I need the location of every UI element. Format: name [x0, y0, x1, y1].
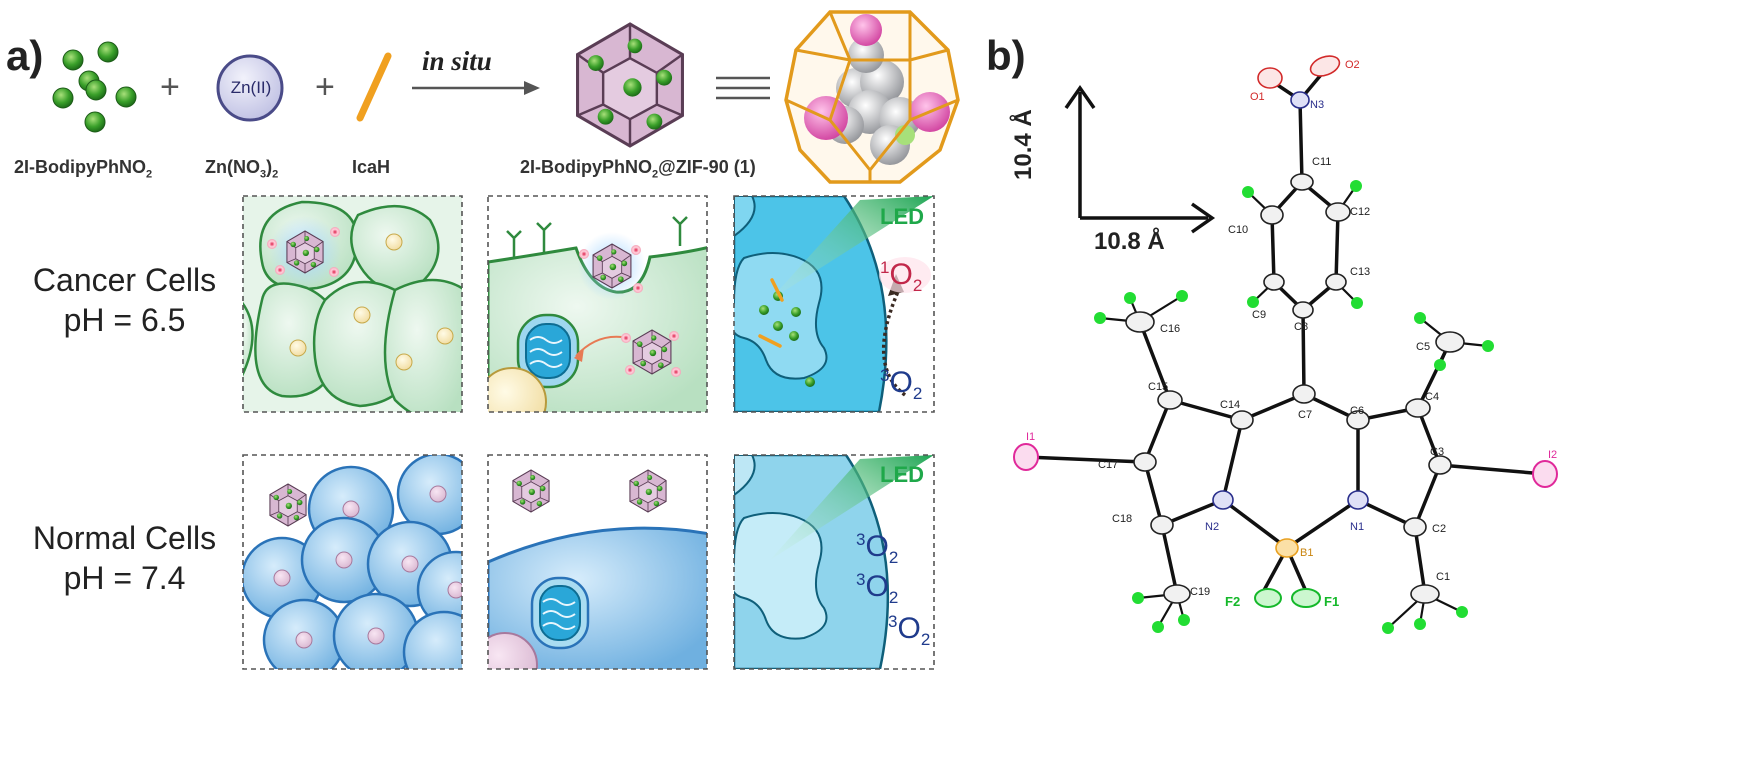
product-label: 2I-BodipyPhNO2@ZIF-90 (1): [520, 157, 756, 181]
atom-label-o2: O2: [1345, 59, 1360, 71]
atom-label-c9: C9: [1252, 309, 1266, 321]
cancer-panel-3: [733, 195, 935, 413]
panel-b-letter: b): [986, 32, 1026, 79]
atom-label-c4: C4: [1425, 391, 1439, 403]
linker-label: IcaH: [352, 157, 391, 177]
normal-panel-2: [487, 454, 708, 670]
triplet-oxygen-label-cancer: 3O2: [880, 366, 923, 403]
triplet-oxygen-label-1: 3O2: [856, 530, 899, 567]
zinc-ion-icon: [216, 54, 284, 122]
atom-label-n3: N3: [1310, 99, 1324, 111]
atom-label-c15: C15: [1148, 381, 1168, 393]
in-situ-label: in situ: [422, 46, 492, 76]
zinc-salt-label: Zn(NO3)2: [205, 157, 279, 181]
zinc-circle-label: Zn(II): [230, 78, 272, 97]
axis-horizontal-label: 10.8 Å: [1094, 228, 1165, 255]
cancer-panel-1: [242, 195, 463, 413]
atom-label-c6: C6: [1350, 405, 1364, 417]
molecule-atoms: [1013, 55, 1558, 608]
atom-label-c1: C1: [1436, 571, 1450, 583]
atom-label-c10: C10: [1228, 224, 1248, 236]
atom-label-c13: C13: [1350, 266, 1370, 278]
triplet-oxygen-label-3: 3O2: [888, 612, 931, 649]
panel-a-letter: a): [6, 32, 44, 79]
atom-label-n1: N1: [1350, 521, 1364, 533]
equivalence-icon: [716, 76, 770, 100]
atom-label-f2: F2: [1225, 594, 1240, 609]
dye-label: 2I-BodipyPhNO2: [14, 157, 153, 181]
triplet-oxygen-label-2: 3O2: [856, 570, 899, 607]
atom-label-c18: C18: [1112, 513, 1132, 525]
cancer-ph-value: pH = 6.5: [63, 302, 186, 338]
plus-sign-2: +: [315, 68, 335, 106]
normal-row-label: Normal Cells pH = 7.4: [12, 518, 237, 598]
equivalence-text: ≡: [733, 66, 734, 67]
atom-label-c7: C7: [1298, 409, 1312, 421]
atom-label-c17: C17: [1098, 459, 1118, 471]
atom-label-o1: O1: [1250, 91, 1265, 103]
normal-panel-3: [733, 454, 935, 670]
led-label-normal: LED: [880, 462, 924, 487]
atom-label-c12: C12: [1350, 206, 1370, 218]
singlet-oxygen-label: 1O2: [880, 258, 923, 295]
atom-label-b1: B1: [1300, 547, 1313, 559]
atom-label-c8: C8: [1294, 321, 1308, 333]
reaction-arrow: [412, 81, 540, 95]
mof-product-icon: [576, 22, 684, 148]
normal-ph-value: pH = 7.4: [63, 560, 186, 596]
normal-panel-1: [242, 454, 463, 670]
axis-vertical-label: 10.4 Å: [1010, 109, 1037, 180]
atom-label-i1: I1: [1026, 431, 1035, 443]
dimension-axes: [1064, 84, 1216, 234]
cancer-row-label: Cancer Cells pH = 6.5: [12, 260, 237, 340]
atom-label-c19: C19: [1190, 586, 1210, 598]
dye-molecules-icon: [52, 41, 137, 133]
molecule-bonds: [1024, 68, 1547, 598]
atom-label-n2: N2: [1205, 521, 1219, 533]
normal-cells-title: Normal Cells: [32, 520, 217, 556]
cancer-cells-title: Cancer Cells: [32, 262, 217, 298]
linker-stick-icon: [356, 52, 392, 122]
atom-labels: O1 O2 N3 C11 C10 C12 C13 C9 C8 C7 C16 C1…: [1026, 59, 1557, 609]
plus-sign-1: +: [160, 68, 180, 106]
atom-label-f1: F1: [1324, 594, 1339, 609]
zif-cage-icon: [784, 10, 960, 184]
atom-label-c5: C5: [1416, 341, 1430, 353]
atom-label-c11: C11: [1312, 156, 1331, 168]
atom-label-c16: C16: [1160, 323, 1180, 335]
atom-label-c3: C3: [1430, 446, 1444, 458]
hydrogen-atoms: [1094, 180, 1494, 634]
atom-label-i2: I2: [1548, 449, 1557, 461]
atom-label-c14: C14: [1220, 399, 1240, 411]
cancer-panel-2: [487, 195, 708, 413]
atom-label-c2: C2: [1432, 523, 1446, 535]
led-label-cancer: LED: [880, 204, 924, 229]
